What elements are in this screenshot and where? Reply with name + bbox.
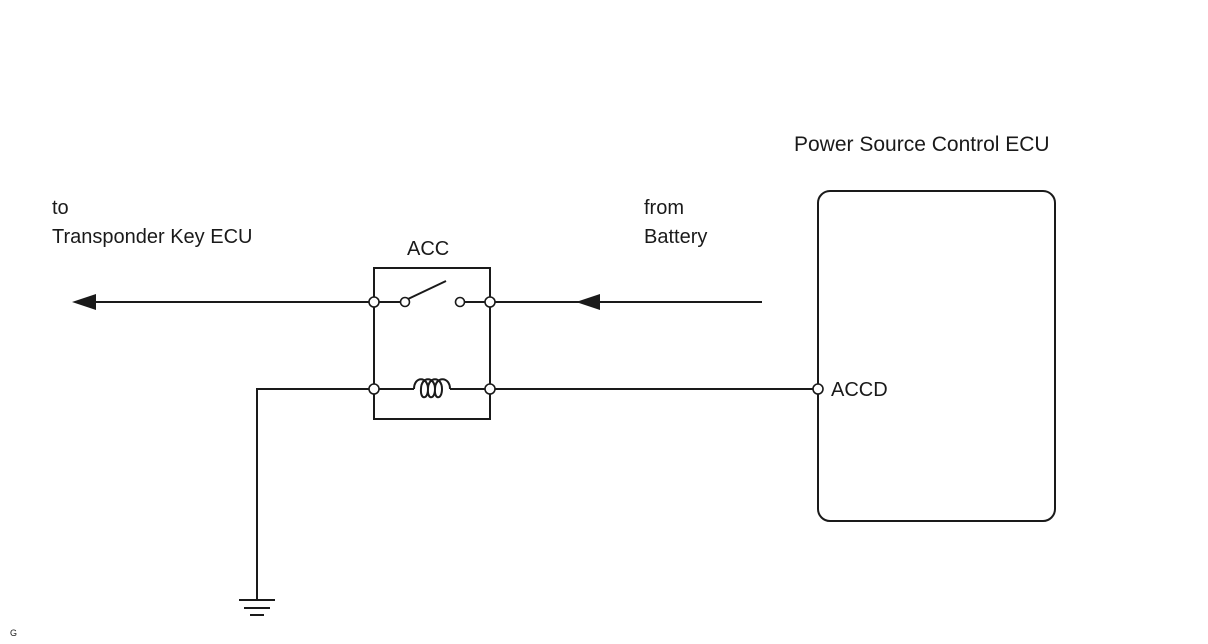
transponder-key-ecu-label: Transponder Key ECU [52,226,252,248]
to-label: to [52,197,69,219]
switch-blade [407,280,447,300]
corner-mark: G [10,628,17,638]
ecu-title: Power Source Control ECU [794,133,1050,156]
relay-name-label: ACC [407,238,449,260]
relay-terminal [484,296,496,308]
accd-terminal [812,383,824,395]
ground-wire [256,388,374,600]
arrow-left-icon [576,294,600,310]
relay-terminal [368,296,380,308]
from-label: from [644,197,684,219]
acc-relay-box [373,267,491,420]
accd-terminal-label: ACCD [831,379,888,401]
relay-terminal [484,383,496,395]
arrow-left-icon [72,294,96,310]
ground-icon [239,599,275,616]
switch-contact-terminal [399,296,411,308]
relay-coil-icon [413,378,451,399]
switch-contact-terminal [454,296,466,308]
relay-terminal [368,383,380,395]
power-source-control-ecu-box [817,190,1056,522]
battery-label: Battery [644,226,707,248]
